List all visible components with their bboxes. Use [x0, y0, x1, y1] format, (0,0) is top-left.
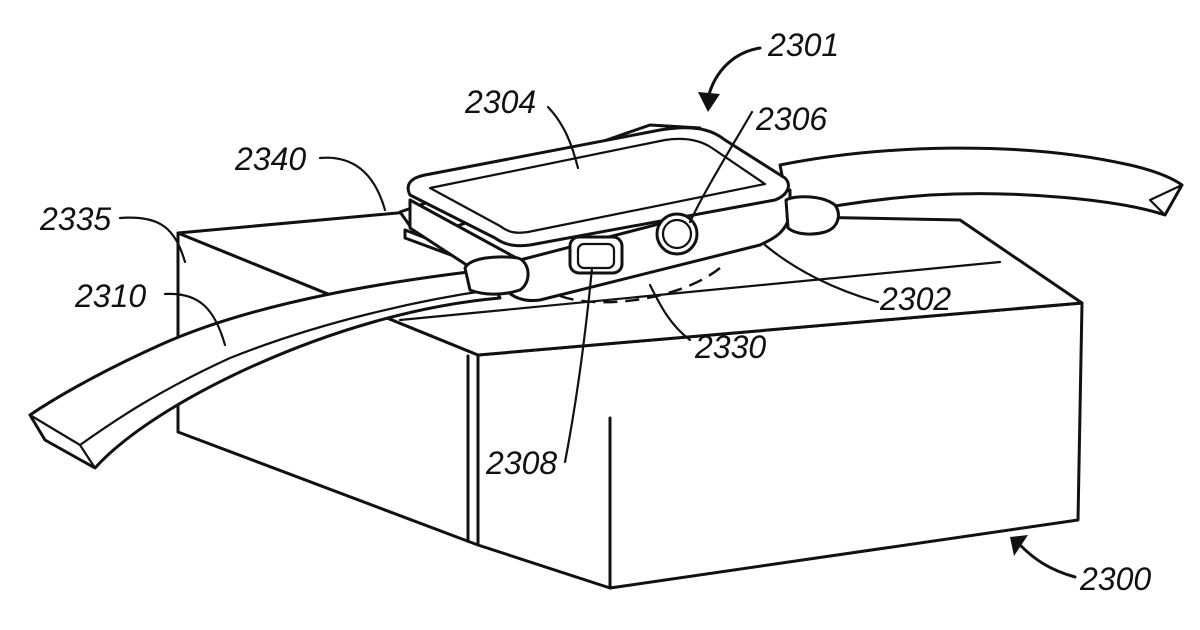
arrow-2301 [706, 46, 762, 100]
leader-2310 [163, 292, 227, 347]
label-2302: 2302 [879, 281, 951, 317]
label-2308: 2308 [485, 445, 557, 481]
label-2306: 2306 [755, 101, 827, 137]
label-2301: 2301 [767, 27, 839, 63]
watch-device [398, 123, 840, 304]
leader-lines [118, 46, 1077, 579]
label-2310: 2310 [74, 278, 146, 314]
dock-seam [466, 354, 480, 547]
watch-lug-nub-right [784, 195, 840, 236]
label-2335: 2335 [39, 201, 111, 237]
leader-2302 [763, 243, 880, 304]
label-2340: 2340 [234, 141, 306, 177]
side-button-inner [576, 242, 616, 270]
leader-2335 [118, 216, 187, 264]
watch-face [406, 126, 790, 248]
arrow-2300 [1018, 543, 1077, 579]
band-left [28, 268, 502, 470]
leader-2308 [563, 266, 594, 464]
watch-band [28, 146, 1184, 470]
leader-2340 [318, 156, 387, 212]
band-left-edge [78, 288, 492, 447]
watch-lug-nub-left [463, 255, 530, 296]
band-right [778, 146, 1184, 217]
label-2304: 2304 [464, 84, 536, 120]
leader-2330 [648, 283, 692, 342]
dock-seat-groove [398, 260, 1002, 322]
watch-screen [428, 137, 767, 234]
arrowhead-2301 [698, 92, 720, 112]
crown-inner [661, 218, 693, 250]
arrowhead-2300 [1010, 535, 1028, 556]
leader-2306 [688, 110, 754, 224]
label-2330: 2330 [694, 329, 766, 365]
side-button [568, 235, 624, 275]
band-right-end [1148, 183, 1184, 217]
reference-labels: 2301 2304 2306 2340 2335 2310 2302 2330 … [39, 27, 1151, 597]
label-2300: 2300 [1079, 561, 1151, 597]
leader-2304 [546, 105, 580, 170]
